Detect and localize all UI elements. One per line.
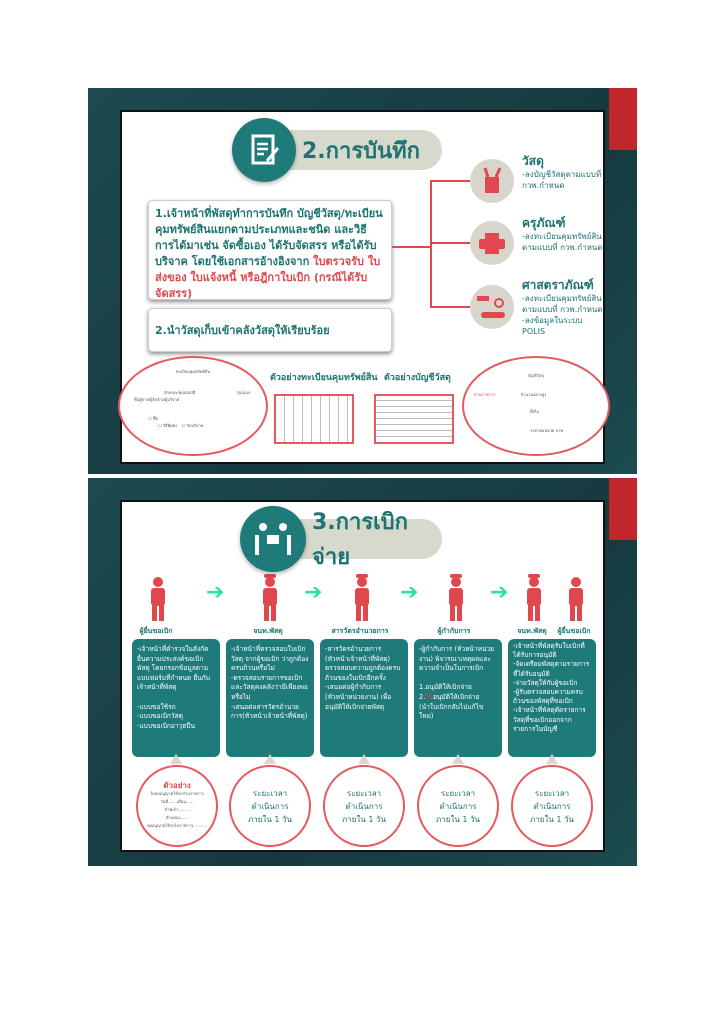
zoom-field: บาท <box>555 428 563 433</box>
zoom-title: ทะเบียนคุมทรัพย์สิน <box>175 369 211 374</box>
officer-icon <box>258 574 278 621</box>
category-title: ครุภัณฑ์ <box>522 216 566 230</box>
record-step-1-text: 1.เจ้าหน้าที่พัสดุทำการบันทึก บัญชีวัสดุ… <box>155 207 383 268</box>
arrow-right-icon: ➔ <box>304 580 323 605</box>
pointer <box>452 754 464 764</box>
duration-circle: ระยะเวลา ดำเนินการ ภายใน 1 วัน <box>323 765 405 847</box>
duration-circle: ระยะเวลา ดำเนินการ ภายใน 1 วัน <box>229 765 311 847</box>
asset-register-thumbnail <box>274 394 354 444</box>
category-weapons: ศาสตราภัณฑ์ -ลงทะเบียนคุมทรัพย์สินตามแบบท… <box>522 278 607 337</box>
step-inspector: -สารวัตรอำนวยการ (หัวหน้าเจ้าหน้าที่พัสด… <box>320 639 408 757</box>
step-request: -เจ้าหน้าที่ตำรวจในสังกัด ยื่นความประสงค… <box>132 639 220 757</box>
category-desc: -ลงทะเบียนคุมทรัพย์สินตามแบบที่ กวพ.กำหน… <box>522 294 603 336</box>
arrow-right-icon: ➔ <box>490 580 509 605</box>
red-accent <box>609 478 637 540</box>
example-line: วันที่.......เดือน...... <box>160 799 194 804</box>
example-line: ตำแหน่ง...... <box>165 815 189 820</box>
officer-icon <box>522 574 542 621</box>
officer-icon <box>444 574 464 621</box>
duration-circle: ระยะเวลา ดำเนินการ ภายใน 1 วัน <box>511 765 593 847</box>
actor-label: จนท.พัสดุ <box>517 627 547 635</box>
category-title: ศาสตราภัณฑ์ <box>522 278 594 292</box>
supply-ledger-zoom: บัญชีวัสดุ ส่วนราชการ จำนวนอย่างสูง ที่เ… <box>462 356 610 456</box>
printer-icon <box>470 221 514 265</box>
example-line: ข้าพเจ้า......... <box>164 807 190 812</box>
step-text: อนุมัติให้เบิกจ่าย (นำใบเบิกกลับไปแก้ไขใ… <box>419 692 484 721</box>
pointer <box>264 754 276 764</box>
document-edit-icon <box>232 118 296 182</box>
example-line: ขออนุญาตใช้รถไปราชการ........... <box>146 823 208 828</box>
category-desc: -ลงทะเบียนคุมทรัพย์สินตามแบบที่ กวพ.กำหน… <box>522 232 603 252</box>
caption-supply-ledger: ตัวอย่างบัญชีวัสดุ <box>384 373 451 383</box>
record-step-1-docs: ใบตรวจรับ ใบส่งของ ใบแจ้งหนี้ หรือฎีกาใบ… <box>155 255 381 300</box>
zoom-title: บัญชีวัสดุ <box>528 373 544 378</box>
pointer <box>170 754 182 764</box>
slide-panel: 2.การบันทึก 1.เจ้าหน้าที่พัสดุทำการบันทึ… <box>118 110 610 464</box>
category-desc: -ลงบัญชีวัสดุตามแบบที่ กวพ.กำหนด <box>522 170 602 190</box>
red-accent <box>609 88 637 150</box>
zoom-field: จำนวนอย่างสูง <box>520 392 547 397</box>
record-step-2-text: 2.นำวัสดุเก็บเข้าคลังวัสดุให้เรียบร้อย <box>155 324 330 337</box>
person-icon <box>146 574 166 621</box>
connector <box>430 242 472 244</box>
record-step-1: 1.เจ้าหน้าที่พัสดุทำการบันทึก บัญชีวัสดุ… <box>148 200 392 300</box>
pointer <box>358 754 370 764</box>
arrow-right-icon: ➔ <box>400 580 419 605</box>
actor-label: จนท.พัสดุ <box>253 627 283 635</box>
step-text: 2. <box>419 692 426 701</box>
zoom-field: รุ่น/แบบ <box>236 390 251 395</box>
actor-label: ผู้กำกับการ <box>437 627 471 635</box>
zoom-option: รับบริจาค <box>186 423 204 428</box>
zoom-option: ซื้อ <box>152 416 158 421</box>
zoom-field: ราคาต่อหน่วย <box>530 428 555 433</box>
example-title: ตัวอย่าง <box>163 781 191 790</box>
category-equipment: ครุภัณฑ์ -ลงทะเบียนคุมทรัพย์สินตามแบบที่ … <box>522 216 607 253</box>
handover-icon <box>240 506 306 572</box>
step-issue: -เจ้าหน้าที่พัสดุรับใบเบิกที่ได้รับการอน… <box>508 639 596 757</box>
record-step-2: 2.นำวัสดุเก็บเข้าคลังวัสดุให้เรียบร้อย <box>148 308 392 352</box>
slide-disbursement: 3.การเบิกจ่าย ➔ ➔ ➔ ➔ ผู้ยื่นขอเบิก จนท.… <box>88 478 637 866</box>
actor-label: ผู้ยื่นขอเบิก <box>139 627 173 635</box>
actor-label: สารวัตรอำนวยการ <box>331 627 389 635</box>
slide-panel: 3.การเบิกจ่าย ➔ ➔ ➔ ➔ ผู้ยื่นขอเบิก จนท.… <box>120 500 605 852</box>
arrow-right-icon: ➔ <box>206 580 225 605</box>
example-form-circle: ตัวอย่าง ใบขออนุญาตใช้รถส่วนราชการ วันที… <box>136 765 218 847</box>
step-check: -เจ้าหน้าที่ตรวจสอบใบเบิกวัสดุ จากผู้ขอเ… <box>226 639 314 757</box>
step-text-red: ไม่ <box>425 692 433 701</box>
person-icon <box>564 574 584 621</box>
officer-icon <box>350 574 370 621</box>
category-title: วัสดุ <box>522 154 544 168</box>
step-approval: -ผู้กำกับการ (หัวหน้าหน่วยงาน) พิจารณาเห… <box>414 639 502 757</box>
pencil-cup-icon <box>470 159 514 203</box>
zoom-field: ลักษณะ/คุณสมบัติ <box>164 390 196 395</box>
pointer <box>546 754 558 764</box>
zoom-option: วิธีพิเศษ <box>162 423 177 428</box>
zoom-field: ชื่อผู้ขาย/ผู้รับจ้าง/ผู้บริจาค <box>134 397 180 402</box>
connector <box>430 180 432 308</box>
step-text: -ผู้กำกับการ (หัวหน้าหน่วยงาน) พิจารณาเห… <box>419 645 495 692</box>
connector <box>430 306 472 308</box>
gun-vehicle-icon <box>470 285 514 329</box>
connector <box>392 246 432 248</box>
asset-register-zoom: ทะเบียนคุมทรัพย์สิน ลักษณะ/คุณสมบัติ รุ่… <box>118 356 268 456</box>
zoom-field: ที่เก็บ <box>530 409 539 414</box>
slide-recording: 2.การบันทึก 1.เจ้าหน้าที่พัสดุทำการบันทึ… <box>88 88 637 474</box>
category-supplies: วัสดุ -ลงบัญชีวัสดุตามแบบที่ กวพ.กำหนด <box>522 154 607 191</box>
duration-circle: ระยะเวลา ดำเนินการ ภายใน 1 วัน <box>417 765 499 847</box>
zoom-field: ส่วนราชการ <box>474 392 496 397</box>
actor-label: ผู้ยื่นขอเบิก <box>557 627 591 635</box>
slide-title: 2.การบันทึก <box>302 138 420 164</box>
example-sub: ใบขออนุญาตใช้รถส่วนราชการ <box>150 791 204 796</box>
supply-ledger-thumbnail <box>374 394 454 444</box>
slide-title: 3.การเบิกจ่าย <box>312 510 408 570</box>
caption-asset-register: ตัวอย่างทะเบียนคุมทรัพย์สิน <box>270 373 378 383</box>
connector <box>430 180 472 182</box>
